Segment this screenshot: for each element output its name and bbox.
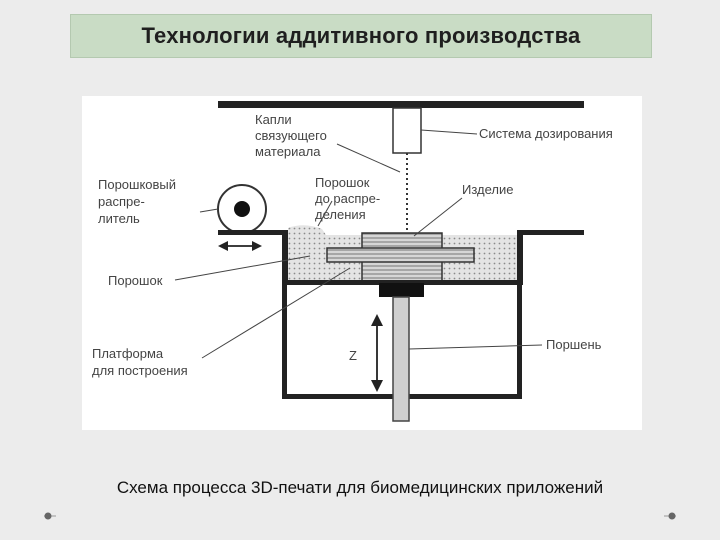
label-spreader-1: Порошковый	[98, 177, 176, 192]
dosing-head	[392, 107, 422, 154]
z-arrow-head-up	[371, 314, 383, 326]
label-powder: Порошок	[108, 273, 163, 288]
label-platform-1: Платформа	[92, 346, 164, 361]
label-spreader-2: распре-	[98, 194, 145, 209]
label-powder-dist-1: Порошок	[315, 175, 370, 190]
spread-arrow-head-right	[252, 241, 262, 251]
spread-arrow-head-left	[218, 241, 228, 251]
left-bed-rail	[218, 230, 288, 235]
diagram-panel: Капли связующего материала Система дозир…	[82, 96, 642, 430]
z-arrow-head-down	[371, 380, 383, 392]
top-rail	[218, 101, 584, 108]
leader-lines	[174, 129, 543, 359]
bullet-left-icon	[44, 512, 56, 520]
frame-right-leg	[517, 285, 522, 397]
build-platform	[379, 283, 424, 297]
title-banner: Технологии аддитивного производства	[70, 14, 652, 58]
label-piston: Поршень	[546, 337, 602, 352]
spreader-roller-hub	[234, 201, 250, 217]
piston-rod	[392, 296, 410, 422]
label-powder-dist-2: до распре-	[315, 191, 380, 206]
bullet-right-icon	[664, 512, 676, 520]
label-droplets-3: материала	[255, 144, 321, 159]
label-part: Изделие	[462, 182, 513, 197]
chamber-right-wall	[517, 235, 523, 285]
label-axis-z: Z	[349, 348, 357, 363]
powder-heap	[288, 225, 326, 235]
printed-part-flange	[326, 247, 475, 263]
label-droplets-1: Капли	[255, 112, 292, 127]
label-platform-2: для построения	[92, 363, 188, 378]
label-powder-dist-3: деления	[315, 207, 366, 222]
slide-title: Технологии аддитивного производства	[141, 23, 581, 48]
slide-caption: Схема процесса 3D-печати для биомедицинс…	[116, 478, 604, 497]
chamber-floor	[282, 280, 523, 285]
process-schematic: Капли связующего материала Система дозир…	[92, 101, 613, 422]
right-bed-rail	[517, 230, 584, 235]
frame-left-leg	[282, 285, 287, 397]
label-spreader-3: литель	[98, 211, 140, 226]
label-droplets-2: связующего	[255, 128, 327, 143]
label-dosing-system: Система дозирования	[479, 126, 613, 141]
